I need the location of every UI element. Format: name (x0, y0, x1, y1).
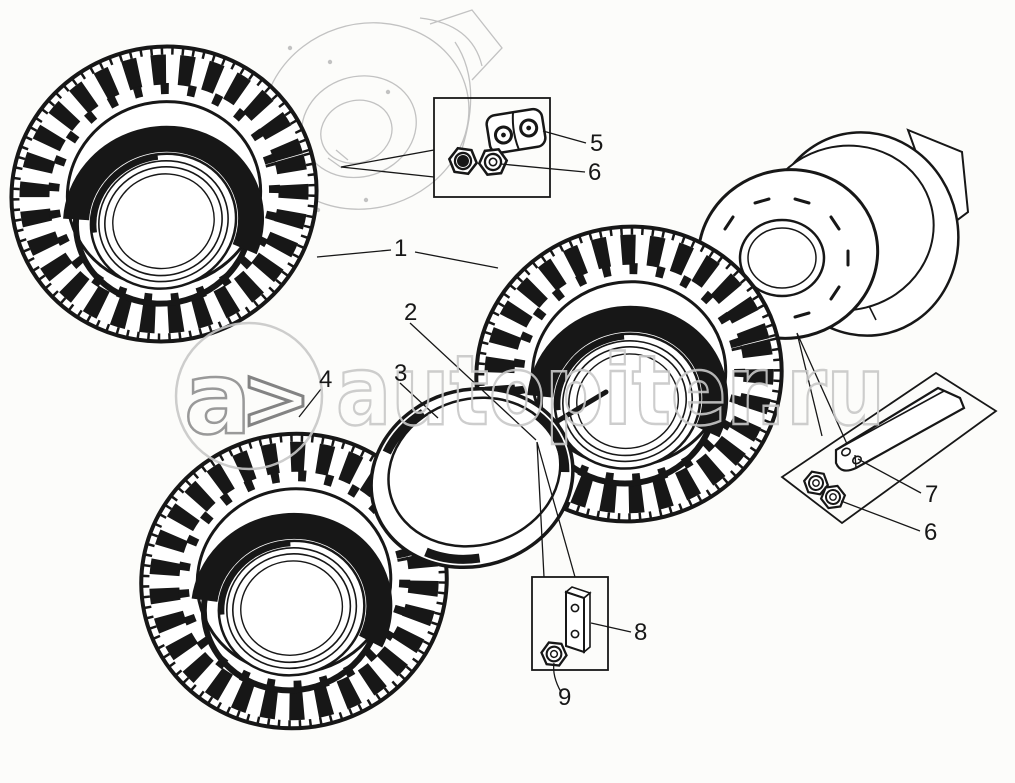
hex-nut (801, 469, 848, 511)
watermark-logo-circle (174, 321, 324, 471)
leader-lines (298, 130, 922, 693)
wedge-part (834, 386, 966, 472)
plate-part (564, 586, 592, 654)
callout-2: 2 (404, 299, 417, 326)
callout-5: 5 (590, 130, 603, 157)
callout-6-top: 6 (588, 159, 601, 186)
tire-top-left (0, 11, 352, 378)
watermark: a > autopiter.ru (174, 321, 886, 471)
callout-1: 1 (394, 235, 407, 262)
wheel-hub-assembly (696, 128, 970, 340)
hex-nut (539, 640, 569, 668)
callout-4: 4 (319, 366, 332, 393)
rim-side-ring (369, 386, 575, 570)
callout-8: 8 (634, 619, 647, 646)
watermark-logo-arrow: > (240, 349, 312, 449)
clamp-part (485, 107, 547, 155)
callout-3: 3 (394, 360, 407, 387)
hex-nut (446, 145, 510, 177)
callout-9: 9 (558, 684, 571, 711)
callout-7: 7 (925, 481, 938, 508)
watermark-site-text: autopiter.ru (336, 335, 885, 447)
parts-box-plate (531, 576, 609, 671)
parts-box-clamp (433, 97, 551, 198)
watermark-logo-a: a (184, 340, 251, 457)
callout-6-right: 6 (924, 519, 937, 546)
parts-box-wedge (780, 371, 998, 525)
callout-labels: 1 2 3 4 5 6 7 6 8 9 (319, 130, 938, 711)
